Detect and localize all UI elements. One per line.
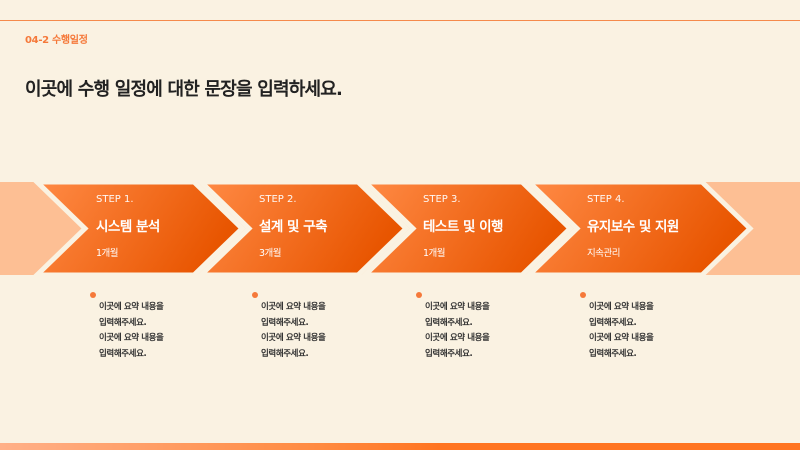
header-divider bbox=[0, 20, 800, 21]
description-line: 입력해주세요. bbox=[99, 348, 147, 359]
step-number: STEP 4. bbox=[587, 194, 625, 205]
description-line: 입력해주세요. bbox=[425, 348, 473, 359]
description-line: 이곳에 요약 내용을 bbox=[99, 333, 164, 343]
description-line: 이곳에 요약 내용을 bbox=[261, 302, 326, 312]
description-line: 이곳에 요약 내용을 bbox=[99, 302, 164, 312]
step-number: STEP 2. bbox=[259, 194, 297, 205]
bullet-dot-icon bbox=[580, 292, 586, 298]
description-line: 이곳에 요약 내용을 bbox=[425, 333, 490, 343]
step-number: STEP 1. bbox=[96, 194, 134, 205]
description-line: 입력해주세요. bbox=[425, 317, 473, 328]
description-line: 이곳에 요약 내용을 bbox=[261, 333, 326, 343]
description-line: 이곳에 요약 내용을 bbox=[425, 302, 490, 312]
bullet-dot-icon bbox=[90, 292, 96, 298]
step-name: 시스템 분석 bbox=[96, 219, 160, 235]
bullet-dot-icon bbox=[416, 292, 422, 298]
page-title: 이곳에 수행 일정에 대한 문장을 입력하세요. bbox=[25, 79, 343, 100]
step-duration: 3개월 bbox=[259, 248, 282, 259]
bullet-dot-icon bbox=[252, 292, 258, 298]
step-name: 테스트 및 이행 bbox=[423, 219, 503, 235]
description-line: 입력해주세요. bbox=[589, 317, 637, 328]
step-name: 설계 및 구축 bbox=[259, 219, 328, 235]
step-duration: 1개월 bbox=[96, 248, 119, 259]
footer-accent-bar bbox=[0, 443, 800, 450]
description-line: 이곳에 요약 내용을 bbox=[589, 333, 654, 343]
description-line: 이곳에 요약 내용을 bbox=[589, 302, 654, 312]
description-line: 입력해주세요. bbox=[261, 317, 309, 328]
step-duration: 1개월 bbox=[423, 248, 446, 259]
step-name: 유지보수 및 지원 bbox=[587, 219, 679, 235]
description-line: 입력해주세요. bbox=[589, 348, 637, 359]
step-number: STEP 3. bbox=[423, 194, 461, 205]
description-line: 입력해주세요. bbox=[99, 317, 147, 328]
timeline-band bbox=[0, 182, 800, 275]
description-line: 입력해주세요. bbox=[261, 348, 309, 359]
section-label: 04-2 수행일정 bbox=[25, 35, 88, 46]
chevron-arrows-graphic bbox=[0, 182, 800, 275]
step-duration: 지속관리 bbox=[587, 248, 620, 259]
